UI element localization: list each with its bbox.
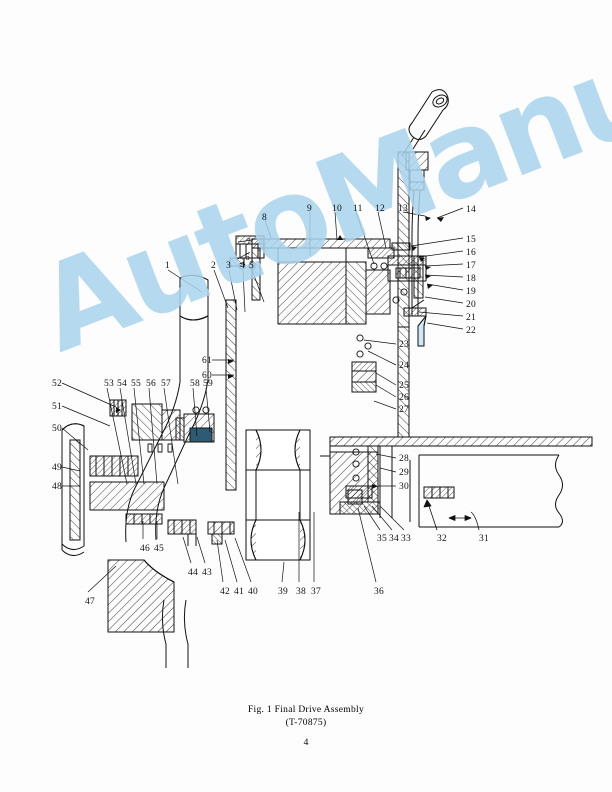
callout-8: 8 xyxy=(262,213,267,223)
callout-46: 46 xyxy=(140,544,150,554)
callout-60: 60 xyxy=(202,371,212,381)
callout-44: 44 xyxy=(188,568,198,578)
callout-24: 24 xyxy=(399,361,409,371)
callout-22: 22 xyxy=(466,326,476,336)
callout-29: 29 xyxy=(399,468,409,478)
callout-40: 40 xyxy=(248,587,258,597)
callout-14: 14 xyxy=(466,205,476,215)
callout-4: 4 xyxy=(240,261,245,271)
callout-11: 11 xyxy=(353,204,363,214)
callout-56: 56 xyxy=(146,379,156,389)
callout-15: 15 xyxy=(466,235,476,245)
callout-32: 32 xyxy=(437,534,447,544)
callout-16: 16 xyxy=(466,248,476,258)
callout-47: 47 xyxy=(85,597,95,607)
callout-45: 45 xyxy=(154,544,164,554)
callout-3: 3 xyxy=(226,261,231,271)
callout-35: 35 xyxy=(377,534,387,544)
callout-49: 49 xyxy=(52,463,62,473)
callout-26: 26 xyxy=(399,393,409,403)
callout-27: 27 xyxy=(399,405,409,415)
callout-20: 20 xyxy=(466,300,476,310)
callout-17: 17 xyxy=(466,261,476,271)
figure-drawing xyxy=(61,89,593,668)
callout-36: 36 xyxy=(374,587,384,597)
callout-7: 7 xyxy=(246,238,251,248)
callout-38: 38 xyxy=(296,587,306,597)
callout-2: 2 xyxy=(211,261,216,271)
callout-13: 13 xyxy=(398,204,408,214)
callout-1: 1 xyxy=(165,261,170,271)
callout-31: 31 xyxy=(479,534,489,544)
page-number: 4 xyxy=(303,738,309,748)
callout-52: 52 xyxy=(52,379,62,389)
callout-61: 61 xyxy=(202,356,212,366)
callout-57: 57 xyxy=(161,379,171,389)
callout-21: 21 xyxy=(466,313,476,323)
callout-18: 18 xyxy=(466,274,476,284)
callout-39: 39 xyxy=(278,587,288,597)
callout-9: 9 xyxy=(307,204,312,214)
callout-42: 42 xyxy=(220,587,230,597)
callout-53: 53 xyxy=(104,379,114,389)
figure-drawing-number: (T-70875) xyxy=(285,718,327,728)
callout-23: 23 xyxy=(399,340,409,350)
callout-54: 54 xyxy=(117,379,127,389)
callout-51: 51 xyxy=(52,402,62,412)
callout-33: 33 xyxy=(401,534,411,544)
callout-19: 19 xyxy=(466,287,476,297)
callout-12: 12 xyxy=(375,204,385,214)
figure-caption: Fig. 1 Final Drive Assembly (T-70875) xyxy=(0,704,612,730)
callout-34: 34 xyxy=(389,534,399,544)
figure-caption-title: Fig. 1 Final Drive Assembly xyxy=(247,705,365,715)
callout-5: 5 xyxy=(249,261,254,271)
callout-50: 50 xyxy=(52,424,62,434)
callout-37: 37 xyxy=(311,587,321,597)
callout-10: 10 xyxy=(332,204,342,214)
callout-59: 59 xyxy=(203,379,213,389)
callout-55: 55 xyxy=(131,379,141,389)
callout-25: 25 xyxy=(399,381,409,391)
callout-30: 30 xyxy=(399,482,409,492)
callout-58: 58 xyxy=(190,379,200,389)
callout-6: 6 xyxy=(245,253,250,263)
callout-41: 41 xyxy=(234,587,244,597)
callout-48: 48 xyxy=(52,482,62,492)
callout-28: 28 xyxy=(399,454,409,464)
callout-43: 43 xyxy=(202,568,212,578)
